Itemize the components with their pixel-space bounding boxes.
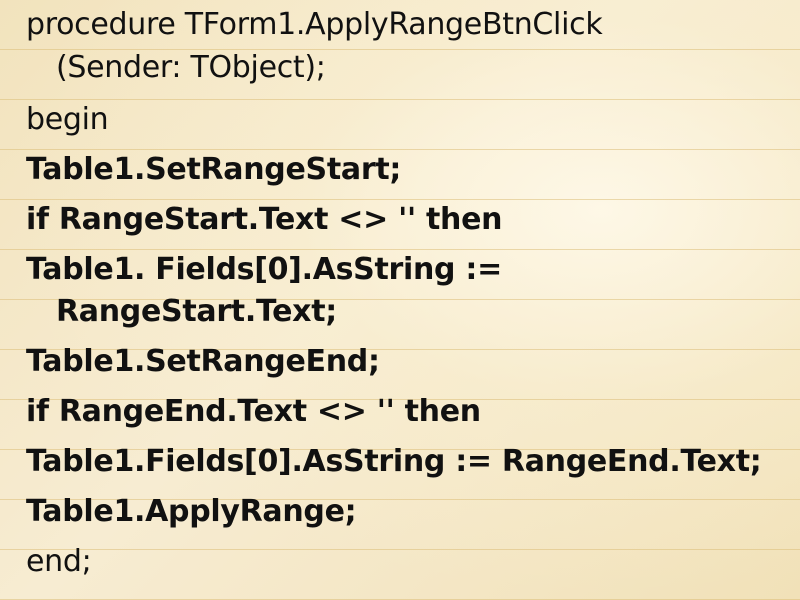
- code-line-procedure-params: (Sender: TObject);: [56, 50, 326, 85]
- code-line-set-range-end: Table1.SetRangeEnd;: [26, 344, 380, 379]
- code-line-set-range-start: Table1.SetRangeStart;: [26, 152, 402, 187]
- code-line-end: end;: [26, 544, 92, 579]
- code-line-if-range-end: if RangeEnd.Text <> '' then: [26, 394, 481, 429]
- code-line-fields-assign-end: Table1.Fields[0].AsString := RangeEnd.Te…: [26, 444, 762, 479]
- code-line-fields-assign-start: Table1. Fields[0].AsString :=: [26, 252, 502, 287]
- code-line-if-range-start: if RangeStart.Text <> '' then: [26, 202, 503, 237]
- code-line-range-start-text: RangeStart.Text;: [56, 294, 337, 329]
- code-line-apply-range: Table1.ApplyRange;: [26, 494, 357, 529]
- code-line-begin: begin: [26, 102, 109, 137]
- code-line-procedure: procedure TForm1.ApplyRangeBtnClick: [26, 7, 603, 42]
